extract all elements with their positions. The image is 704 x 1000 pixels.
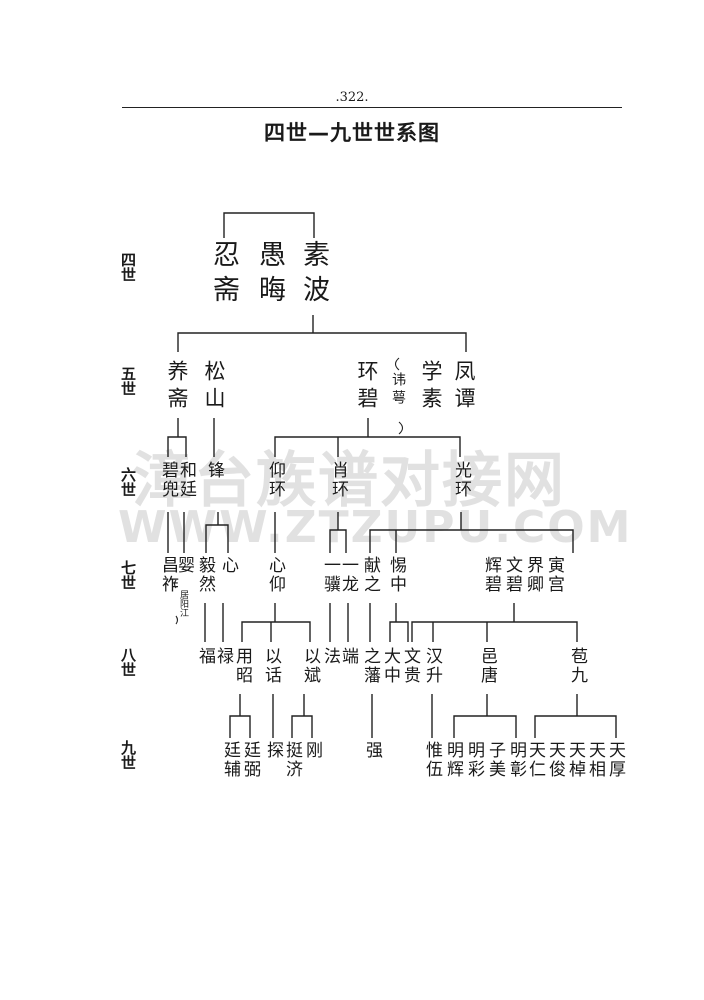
name-fa: 法 (320, 647, 340, 666)
header-rule (122, 107, 622, 108)
name-tizhong: 惕中 (386, 556, 406, 594)
name-yilong: 一龙 (338, 556, 358, 594)
name-xuesu: 学素 (419, 360, 443, 414)
name-tianzhuo: 天棹 (565, 741, 585, 779)
name-yingong: 寅宫 (544, 556, 564, 594)
name-qiang: 强 (362, 741, 382, 760)
name-zhifan: 之藩 (360, 647, 380, 685)
name-mingzhang: 明彰 (506, 741, 526, 779)
name-huibi: 辉碧 (481, 556, 501, 594)
name-fu: 福 (195, 647, 215, 666)
name-yuhui: 愚晦 (254, 240, 285, 310)
name-xianzhi: 献之 (360, 556, 380, 594)
name-renzhai: 忍斋 (208, 240, 239, 310)
name-minghui: 明辉 (443, 741, 463, 779)
name-jieqing: 界卿 (523, 556, 543, 594)
name-guanghuan: 光环 (451, 461, 471, 499)
name-songshan: 松山 (202, 360, 226, 414)
name-tan: 探 (263, 741, 283, 760)
name-huanbi: 环碧 (355, 360, 379, 414)
name-duan: 端 (338, 647, 358, 666)
gen-label-4: 四世 (119, 252, 137, 282)
gen-label-5: 五世 (119, 366, 137, 396)
name-hansheng: 汉升 (422, 647, 442, 685)
name-lu: 禄 (213, 647, 233, 666)
name-xinyang: 心仰 (265, 556, 285, 594)
name-tingji: 挺济 (282, 741, 302, 779)
name-tianjun: 天俊 (545, 741, 565, 779)
name-dazhong: 大中 (380, 647, 400, 685)
note-juyangjiang: 居阳江 (178, 590, 188, 617)
name-ying: 婴 (174, 556, 194, 575)
name-wengui: 文贵 (400, 647, 420, 685)
gen-label-7: 七世 (119, 560, 137, 590)
name-heting: 和廷 (176, 461, 196, 499)
name-changzuo: 昌祚 (158, 556, 178, 594)
name-weiwu: 惟伍 (422, 741, 442, 779)
name-tingbi: 廷弼 (240, 741, 260, 779)
name-tingfu: 廷辅 (220, 741, 240, 779)
name-yitang: 邑唐 (477, 647, 497, 685)
name-wenbi: 文碧 (502, 556, 522, 594)
page-number: .322. (335, 90, 369, 105)
name-yanghuan: 仰环 (265, 461, 285, 499)
name-fengtan: 凤谭 (452, 360, 476, 414)
name-zimei: 子美 (485, 741, 505, 779)
name-baojiu: 苞九 (567, 647, 587, 685)
name-bidou: 碧兜 (158, 461, 178, 499)
name-yihua: 以话 (261, 647, 281, 685)
gen-label-9: 九世 (119, 740, 137, 770)
name-xiaohuan: 肖环 (328, 461, 348, 499)
name-yangzhai: 养斋 (165, 360, 189, 414)
gen-label-8: 八世 (119, 647, 137, 677)
name-tianren: 天仁 (525, 741, 545, 779)
name-feng: 锋 (204, 461, 224, 480)
name-tianxiang: 天相 (585, 741, 605, 779)
name-xin: 心 (218, 556, 238, 575)
name-yongzhao: 用昭 (232, 647, 252, 685)
name-mingcai: 明彩 (464, 741, 484, 779)
gen-label-6: 六世 (119, 467, 137, 497)
name-yibin: 以斌 (300, 647, 320, 685)
name-yiji: 一骥 (320, 556, 340, 594)
name-gang: 刚 (302, 741, 322, 760)
page-title: 四世—九世世系图 (264, 121, 440, 145)
name-yiran: 毅然 (195, 556, 215, 594)
name-tianhou: 天厚 (605, 741, 625, 779)
note-huie: 讳萼 (390, 372, 406, 408)
name-subo: 素波 (298, 240, 329, 310)
